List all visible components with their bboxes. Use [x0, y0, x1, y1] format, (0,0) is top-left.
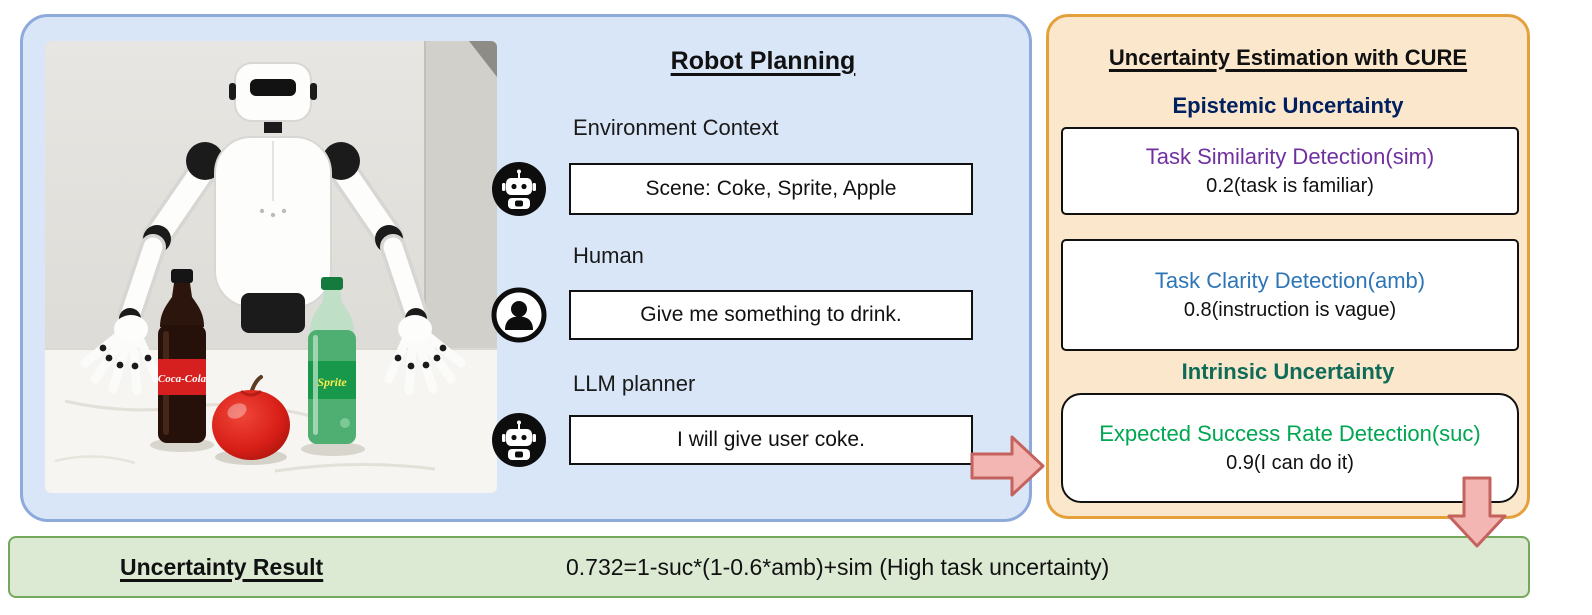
robot-figure	[118, 152, 428, 330]
sprite-label: Sprite	[317, 375, 347, 389]
task-clarity-box: Task Clarity Detection(amb) 0.8(instruct…	[1061, 239, 1519, 351]
uncertainty-result-label: Uncertainty Result	[120, 553, 324, 580]
coke-label: Coca-Cola	[158, 373, 207, 385]
robot-icon	[491, 412, 547, 468]
sprite-bottle: Sprite	[308, 277, 356, 444]
environment-context-text: Scene: Coke, Sprite, Apple	[645, 177, 897, 200]
robot-planning-panel: Coca-Cola Sprite Robot Planning Envi	[20, 14, 1032, 522]
uncertainty-result-bar: Uncertainty Result 0.732=1-suc*(1-0.6*am…	[8, 536, 1530, 598]
expected-success-rate-value: 0.9(I can do it)	[1226, 452, 1354, 474]
arrow-right-icon	[970, 435, 1045, 497]
epistemic-uncertainty-heading: Epistemic Uncertainty	[1172, 93, 1404, 118]
robot-scene: Coca-Cola Sprite	[45, 41, 497, 493]
expected-success-rate-title: Expected Success Rate Detection(suc)	[1099, 421, 1481, 446]
uncertainty-estimation-panel: Uncertainty Estimation with CURE Epistem…	[1046, 14, 1530, 519]
uncertainty-result-formula: 0.732=1-suc*(1-0.6*amb)+sim (High task u…	[566, 553, 1110, 580]
llm-planner-label: LLM planner	[573, 371, 696, 396]
human-instruction-box: Give me something to drink.	[569, 290, 973, 340]
llm-planner-text: I will give user coke.	[677, 428, 865, 451]
person-icon	[491, 287, 547, 343]
expected-success-rate-box: Expected Success Rate Detection(suc) 0.9…	[1061, 393, 1519, 503]
task-clarity-title: Task Clarity Detection(amb)	[1154, 268, 1426, 293]
arrow-down-icon	[1447, 476, 1507, 548]
left-panel-title: Robot Planning	[670, 47, 856, 75]
task-clarity-value: 0.8(instruction is vague)	[1183, 299, 1397, 321]
llm-planner-box: I will give user coke.	[569, 415, 973, 465]
human-instruction-text: Give me something to drink.	[640, 303, 902, 326]
coke-bottle: Coca-Cola	[158, 269, 207, 443]
robot-photo: Coca-Cola Sprite	[45, 41, 497, 493]
task-similarity-title: Task Similarity Detection(sim)	[1145, 144, 1435, 169]
intrinsic-uncertainty-heading: Intrinsic Uncertainty	[1181, 359, 1395, 384]
environment-context-label: Environment Context	[573, 115, 779, 140]
human-label: Human	[573, 243, 644, 268]
right-panel-title: Uncertainty Estimation with CURE	[1108, 45, 1468, 70]
environment-context-box: Scene: Coke, Sprite, Apple	[569, 163, 973, 215]
task-similarity-value: 0.2(task is familiar)	[1206, 175, 1374, 197]
robot-icon	[491, 161, 547, 217]
apple	[212, 375, 290, 460]
task-similarity-box: Task Similarity Detection(sim) 0.2(task …	[1061, 127, 1519, 215]
